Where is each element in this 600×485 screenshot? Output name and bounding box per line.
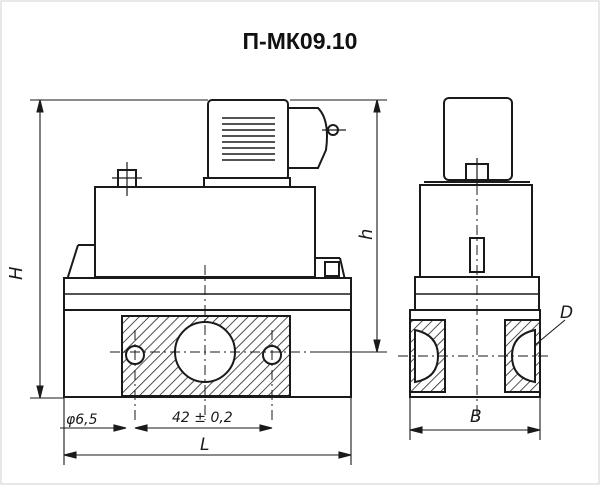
- dim-hole-spacing-label: 42 ± 0,2: [172, 410, 233, 426]
- front-actuator-box: [94, 186, 316, 278]
- coil-fins: [222, 117, 275, 161]
- dim-hole-diameter-label: φ6,5: [66, 412, 98, 428]
- side-actuator-box: [419, 184, 533, 278]
- dim-H-label: H: [6, 266, 27, 280]
- coil-connector: [288, 107, 328, 169]
- drawing-title: П-МК09.10: [242, 28, 358, 54]
- side-view: [398, 97, 550, 420]
- side-dimensions: [409, 319, 566, 440]
- front-view: [63, 99, 352, 420]
- front-dimensions: [30, 99, 387, 465]
- front-right-screw: [324, 261, 340, 277]
- dim-h-label: h: [356, 229, 377, 240]
- dim-L-label: L: [200, 435, 209, 455]
- dim-B-label: B: [470, 407, 482, 427]
- dim-D-label: D: [560, 303, 573, 323]
